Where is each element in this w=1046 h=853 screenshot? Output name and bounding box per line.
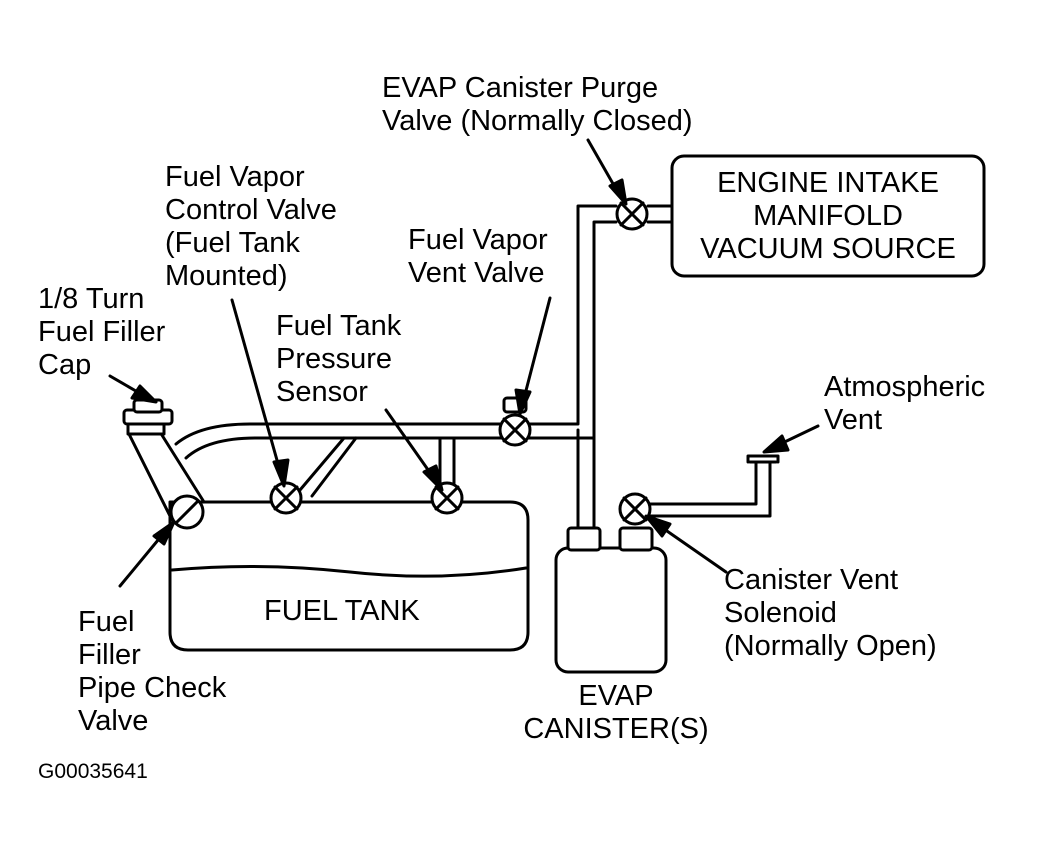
canister-vent-solenoid-label-line-3: (Normally Open) — [724, 630, 937, 662]
vapor-control-valve-label-line-2: Control Valve — [165, 194, 337, 226]
evap-canister-label-line-2: CANISTER(S) — [523, 713, 709, 745]
evap-canister — [554, 526, 668, 674]
pressure-sensor-valve — [430, 481, 464, 515]
canister-vent-solenoid-label: Canister Vent Solenoid (Normally Open) — [724, 564, 937, 663]
check-valve-label: Fuel Filler Pipe Check Valve — [78, 606, 226, 738]
check-valve-label-line-4: Valve — [78, 705, 149, 737]
canister-line — [576, 428, 596, 532]
vapor-vent-valve-label-line-2: Vent Valve — [408, 257, 545, 289]
vapor-control-valve-label: Fuel Vapor Control Valve (Fuel Tank Moun… — [165, 161, 337, 293]
purge-line — [558, 204, 618, 440]
intake-manifold-label: ENGINE INTAKE MANIFOLD VACUUM SOURCE — [672, 167, 984, 266]
check-valve-label-line-2: Filler — [78, 639, 141, 671]
canister-vent-solenoid-label-line-2: Solenoid — [724, 597, 837, 629]
fuel-tank-body — [168, 500, 530, 652]
control-valve-branch — [298, 436, 358, 498]
pressure-sensor-label-line-2: Pressure — [276, 343, 393, 375]
canister-vent-solenoid-label-line-1: Canister Vent — [724, 564, 899, 596]
filler-cap-label-line-2: Fuel Filler — [38, 316, 166, 348]
leader-arrows — [108, 138, 820, 588]
filler-vapor-line — [174, 422, 562, 460]
atmospheric-vent-label-line-2: Vent — [824, 404, 883, 436]
purge-valve-label-line-1: EVAP Canister Purge — [382, 72, 659, 104]
fuel-tank-label: FUEL TANK — [264, 595, 420, 627]
vapor-control-valve-label-line-3: (Fuel Tank — [165, 227, 300, 259]
manifold-line — [646, 204, 674, 224]
filler-cap-label-line-3: Cap — [38, 349, 92, 381]
vapor-control-valve-label-line-1: Fuel Vapor — [165, 161, 305, 193]
fuel-tank-level-line — [170, 564, 528, 578]
purge-valve-label: EVAP Canister Purge Valve (Normally Clos… — [382, 72, 693, 138]
atmospheric-vent-label-line-1: Atmospheric — [824, 371, 986, 403]
intake-manifold-box — [670, 154, 986, 278]
pressure-sensor-label: Fuel Tank Pressure Sensor — [276, 310, 401, 409]
atmospheric-vent-line — [648, 460, 772, 518]
atmospheric-vent-label: Atmospheric Vent — [824, 371, 985, 437]
check-valve-label-line-3: Pipe Check — [78, 672, 227, 704]
vapor-vent-valve-label: Fuel Vapor Vent Valve — [408, 224, 548, 290]
pressure-sensor-label-line-3: Sensor — [276, 376, 368, 408]
evap-canister-label-line-1: EVAP — [578, 680, 654, 712]
intake-manifold-label-line-1: ENGINE INTAKE — [717, 167, 939, 199]
atmospheric-vent-cap — [746, 454, 780, 464]
filler-cap-label-line-1: 1/8 Turn — [38, 283, 145, 315]
vapor-control-valve-label-line-4: Mounted) — [165, 260, 288, 292]
vapor-vent-valve-label-line-1: Fuel Vapor — [408, 224, 548, 256]
evap-canister-label: EVAP CANISTER(S) — [506, 680, 726, 746]
intake-manifold-label-line-2: MANIFOLD — [753, 200, 903, 232]
purge-valve-label-line-2: Valve (Normally Closed) — [382, 105, 693, 137]
figure-id: G00035641 — [38, 760, 148, 783]
pressure-sensor-label-line-1: Fuel Tank — [276, 310, 402, 342]
filler-cap-label: 1/8 Turn Fuel Filler Cap — [38, 283, 165, 382]
intake-manifold-label-line-3: VACUUM SOURCE — [700, 233, 956, 265]
filler-pipe — [126, 430, 206, 522]
purge-valve — [615, 197, 649, 231]
canister-vent-solenoid — [618, 492, 652, 526]
fuel-filler-cap — [122, 398, 174, 436]
check-valve — [169, 494, 205, 530]
check-valve-label-line-1: Fuel — [78, 606, 135, 638]
vapor-control-valve — [269, 481, 303, 515]
vapor-vent-valve — [498, 396, 532, 447]
